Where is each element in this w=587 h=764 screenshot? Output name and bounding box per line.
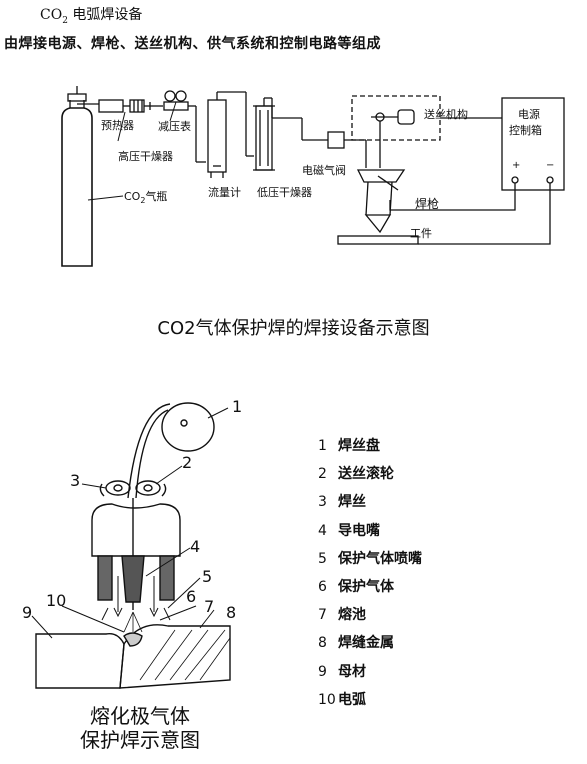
weld-pool	[123, 632, 143, 647]
pressure-reducer	[163, 90, 189, 111]
arc	[123, 611, 143, 633]
callout-8: 8	[226, 603, 236, 622]
equipment-diagram: 预热器 高压干燥器 减压表 流量计 低压干燥器 电磁气阀 送丝机构 电源 控制箱…	[61, 86, 565, 267]
contact-tip	[121, 555, 145, 603]
wire-feeder-box	[351, 95, 441, 141]
title-rest: 电弧焊设备	[67, 7, 143, 23]
diagram2-caption: 熔化极气体 保护焊示意图	[40, 704, 240, 752]
callout-6: 6	[186, 587, 196, 606]
label-lp-dryer: 低压干燥器	[257, 186, 312, 199]
title-prefix: CO	[40, 7, 63, 23]
title-subscript: 2	[62, 15, 68, 26]
label-plus: +	[512, 160, 520, 171]
label-workpiece: 工件	[410, 227, 432, 240]
callout-7: 7	[204, 597, 214, 616]
callout-10: 10	[46, 591, 66, 610]
diagram2-caption-line2: 保护焊示意图	[80, 728, 200, 752]
diagram2-caption-line1: 熔化极气体	[90, 704, 190, 728]
callout-3: 3	[70, 471, 80, 490]
workpiece	[337, 235, 419, 245]
callout-9: 9	[22, 603, 32, 622]
power-control-box	[501, 97, 565, 191]
label-preheater: 预热器	[101, 119, 134, 132]
diagram1-caption: CO2气体保护焊的焊接设备示意图	[157, 318, 430, 339]
label-power: 电源	[518, 107, 540, 121]
gas-nozzle	[97, 555, 175, 601]
label-torch: 焊枪	[415, 196, 439, 211]
wire-spool	[161, 402, 215, 452]
page-title: CO2 电弧焊设备	[40, 4, 142, 26]
label-hp-dryer: 高压干燥器	[118, 149, 173, 163]
base-metal	[35, 633, 125, 689]
label-reducer: 减压表	[158, 119, 191, 133]
feeder-motor	[397, 109, 415, 125]
shielding-gas	[101, 576, 171, 621]
feed-rollers	[99, 480, 167, 497]
label-feeder: 送丝机构	[424, 107, 468, 121]
welding-torch	[356, 169, 406, 234]
lp-dryer	[253, 98, 275, 171]
hp-dryer	[129, 99, 145, 113]
callout-1: 1	[232, 397, 242, 416]
label-solenoid: 电磁气阀	[302, 163, 346, 177]
flowmeter	[207, 92, 227, 178]
callout-2: 2	[182, 453, 192, 472]
solenoid-valve	[327, 131, 345, 149]
page-subtitle: 由焊接电源、焊枪、送丝机构、供气系统和控制电路等组成	[4, 36, 381, 52]
label-cylinder: CO2气瓶	[124, 189, 167, 205]
callout-4: 4	[190, 537, 200, 556]
preheater	[98, 99, 124, 113]
torch-section-diagram: 1 2 3 4 5 6 7 8 9 10	[22, 397, 242, 689]
label-control-box: 控制箱	[509, 123, 542, 137]
label-minus: −	[546, 160, 554, 171]
callout-5: 5	[202, 567, 212, 586]
label-flowmeter: 流量计	[208, 185, 241, 199]
torch-body	[91, 503, 181, 557]
gas-cylinder	[61, 86, 99, 267]
